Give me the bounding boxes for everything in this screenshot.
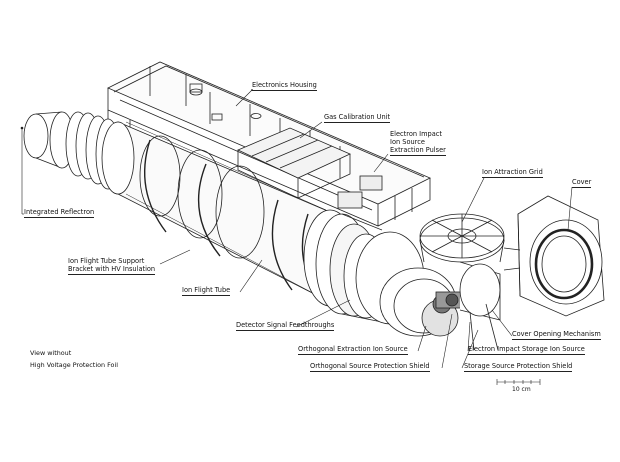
ion-attraction-grid-drawing	[419, 213, 505, 263]
label-integrated-reflectron: Integrated Reflectron	[24, 208, 95, 218]
storage-source-drawing	[459, 261, 501, 351]
label-support-bracket: Ion Flight Tube Support Bracket with HV …	[68, 257, 156, 275]
label-cover: Cover	[572, 178, 592, 188]
label-cover-opening-mechanism: Cover Opening Mechanism	[512, 330, 601, 340]
label-storage-source-protection-shield: Storage Source Protection Shield	[464, 362, 573, 372]
cover-drawing	[503, 195, 605, 317]
label-electron-impact-storage-ion-source: Electron Impact Storage Ion Source	[468, 345, 585, 355]
scale-bar	[496, 379, 541, 385]
label-electron-impact-pulser-line1: Electron Impact	[390, 130, 442, 138]
label-orthogonal-extraction-ion-source: Orthogonal Extraction Ion Source	[298, 345, 408, 355]
orthogonal-source-drawing	[379, 267, 463, 337]
label-ion-flight-tube: Ion Flight Tube	[182, 286, 231, 296]
gas-calibration-unit-drawing	[237, 127, 383, 209]
label-detector-signal-feedthroughs: Detector Signal Feedthroughs	[236, 321, 335, 331]
label-orthogonal-source-protection-shield: Orthogonal Source Protection Shield	[310, 362, 430, 372]
label-electron-impact-pulser: Electron Impact Ion Source Extraction Pu…	[390, 130, 446, 156]
scale-bar-label: 10 cm	[512, 386, 531, 393]
label-electron-impact-pulser-line2: Ion Source	[390, 138, 425, 146]
note-line1: View without	[30, 349, 72, 357]
electronics-housing-frame	[107, 61, 431, 227]
label-gas-calibration-unit: Gas Calibration Unit	[324, 113, 391, 123]
label-support-bracket-line2: Bracket with HV Insulation	[68, 265, 156, 275]
label-electronics-housing: Electronics Housing	[252, 81, 317, 91]
leader-lines	[21, 89, 573, 369]
label-ion-attraction-grid: Ion Attraction Grid	[482, 168, 543, 178]
note-line2: High Voltage Protection Foil	[30, 361, 118, 369]
label-electron-impact-pulser-line3: Extraction Pulser	[390, 146, 446, 156]
label-support-bracket-line1: Ion Flight Tube Support	[68, 257, 145, 265]
